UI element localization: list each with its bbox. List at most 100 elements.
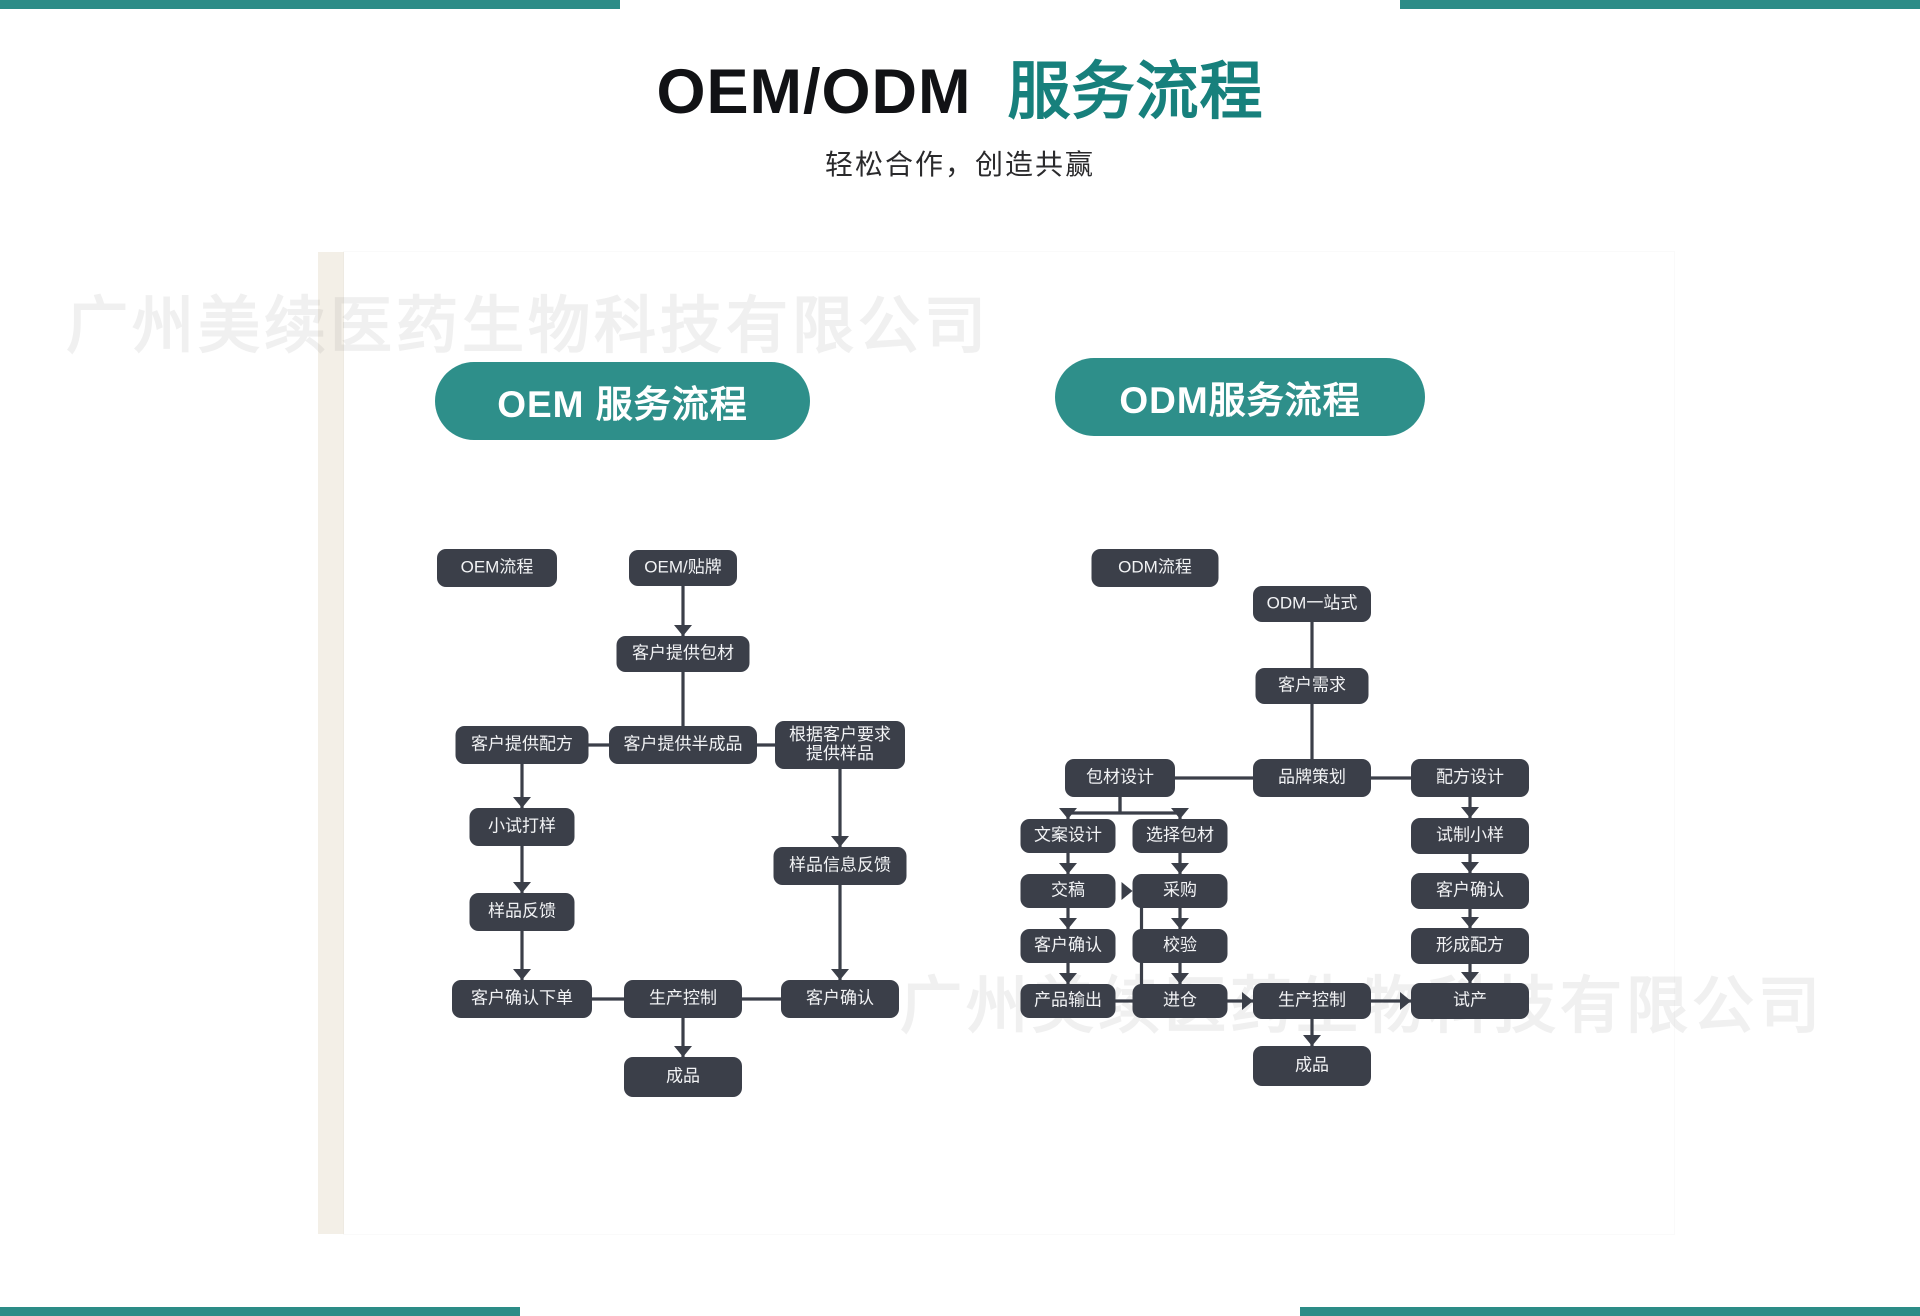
flow-node-label: 配方设计 [1436,767,1504,786]
accent-bar-top-left [0,0,620,9]
flow-node-label: 客户确认下单 [471,988,573,1007]
page-title: OEM/ODM 服务流程 [0,57,1920,127]
flow-node: ODM一站式 [1253,586,1371,622]
flow-node: 样品信息反馈 [773,847,907,885]
page-title-en: OEM/ODM [656,57,972,127]
flow-node: 生产控制 [624,980,742,1018]
flow-node-label: 客户提供半成品 [624,734,743,753]
accent-bar-bottom-right [1300,1307,1920,1316]
flow-node: 采购 [1132,874,1228,908]
flow-connector [674,586,692,636]
flow-node: 客户确认 [1411,873,1529,909]
flow-node: 客户确认 [781,980,899,1018]
flow-connector [831,885,849,980]
flow-connector [1059,908,1077,929]
oem-flow-edges [513,586,849,1057]
flow-connector [1059,963,1077,984]
flow-connector [1059,797,1122,819]
accent-bar-bottom-left [0,1307,520,1316]
flow-node: 试制小样 [1411,818,1529,854]
flow-node-label: ODM流程 [1118,557,1192,576]
flow-node: 客户提供配方 [455,726,589,764]
flow-node-label: 成品 [1295,1055,1329,1074]
section-pill-oem: OEM 服务流程 [435,362,810,440]
flow-connector [513,764,531,808]
page-header: OEM/ODM 服务流程 轻松合作，创造共赢 [0,57,1920,183]
flow-node: 客户提供半成品 [609,726,757,764]
flow-connector [1118,797,1189,819]
flow-node-label: 进仓 [1163,990,1197,1009]
flow-node-label: 客户需求 [1278,675,1346,694]
flow-node-label: 客户确认 [806,988,874,1007]
flow-node: 客户提供包材 [616,636,750,672]
flow-node-label: 小试打样 [488,816,556,835]
flow-connector [674,1018,692,1057]
flow-node: 客户需求 [1255,668,1369,704]
flow-node-label: 生产控制 [649,988,717,1007]
flow-node: 成品 [624,1057,742,1097]
flow-node: 小试打样 [469,808,575,846]
flow-connector [1461,909,1479,928]
flow-node: 配方设计 [1411,759,1529,797]
accent-bar-top-right [1400,0,1920,9]
flow-node-label: 试制小样 [1436,825,1504,844]
flow-node: 选择包材 [1132,819,1228,853]
flow-connector [1171,853,1189,874]
flow-node: 品牌策划 [1253,759,1371,797]
flow-connector [1461,854,1479,873]
flow-node-label: 品牌策划 [1278,767,1346,786]
flow-node: OEM/贴牌 [629,550,737,586]
flow-node-label: 根据客户要求 [789,725,891,744]
flow-node: 客户确认 [1020,929,1116,963]
flow-node: 生产控制 [1253,983,1371,1019]
flow-node-label: 形成配方 [1436,935,1504,954]
flow-node-label: 产品输出 [1034,990,1102,1009]
flow-node: ODM流程 [1091,549,1219,587]
flow-node-label: 包材设计 [1086,767,1154,786]
flow-connector [1059,853,1077,874]
flow-node-label: 客户确认 [1034,935,1102,954]
flow-node-label: 成品 [666,1066,700,1085]
page-subtitle: 轻松合作，创造共赢 [824,149,1095,181]
flow-connector [1371,992,1411,1010]
flow-node-label: OEM流程 [461,557,534,576]
flow-connector [513,931,531,980]
flow-node-label: 客户确认 [1436,880,1504,899]
flow-node: 文案设计 [1020,819,1116,853]
section-pill-odm: ODM服务流程 [1055,358,1425,436]
flow-node: 样品反馈 [469,893,575,931]
flow-connector [1171,908,1189,929]
flow-node-label: 生产控制 [1278,990,1346,1009]
flow-node-label: 文案设计 [1034,825,1102,844]
flow-node-label: 试产 [1453,990,1487,1009]
flow-node-label: 提供样品 [806,744,874,763]
flow-node-label: 样品信息反馈 [789,855,891,874]
flow-connector [831,769,849,847]
flow-connector [1171,963,1189,984]
flow-node: 形成配方 [1411,928,1529,964]
flow-connector [1227,992,1253,1010]
flow-node-label: 客户提供包材 [632,643,734,662]
flow-node: 进仓 [1132,984,1228,1018]
flow-node: 包材设计 [1065,759,1175,797]
flow-connector [1303,1019,1321,1046]
flow-node: 交稿 [1020,874,1116,908]
flow-node: OEM流程 [437,549,557,587]
flow-node: 校验 [1132,929,1228,963]
flow-node: 试产 [1411,983,1529,1019]
flow-node-label: OEM/贴牌 [644,557,721,576]
flow-node-label: 校验 [1163,935,1197,954]
flow-node: 客户确认下单 [452,980,592,1018]
flow-node-label: ODM一站式 [1267,593,1358,612]
flow-node-label: 客户提供配方 [471,734,573,753]
flow-connector [1461,964,1479,983]
page-title-cn: 服务流程 [1007,57,1264,127]
flow-node: 产品输出 [1020,984,1116,1018]
flow-node-label: 选择包材 [1146,825,1214,844]
flow-connector [1461,797,1479,818]
flow-node-label: 样品反馈 [488,901,556,920]
